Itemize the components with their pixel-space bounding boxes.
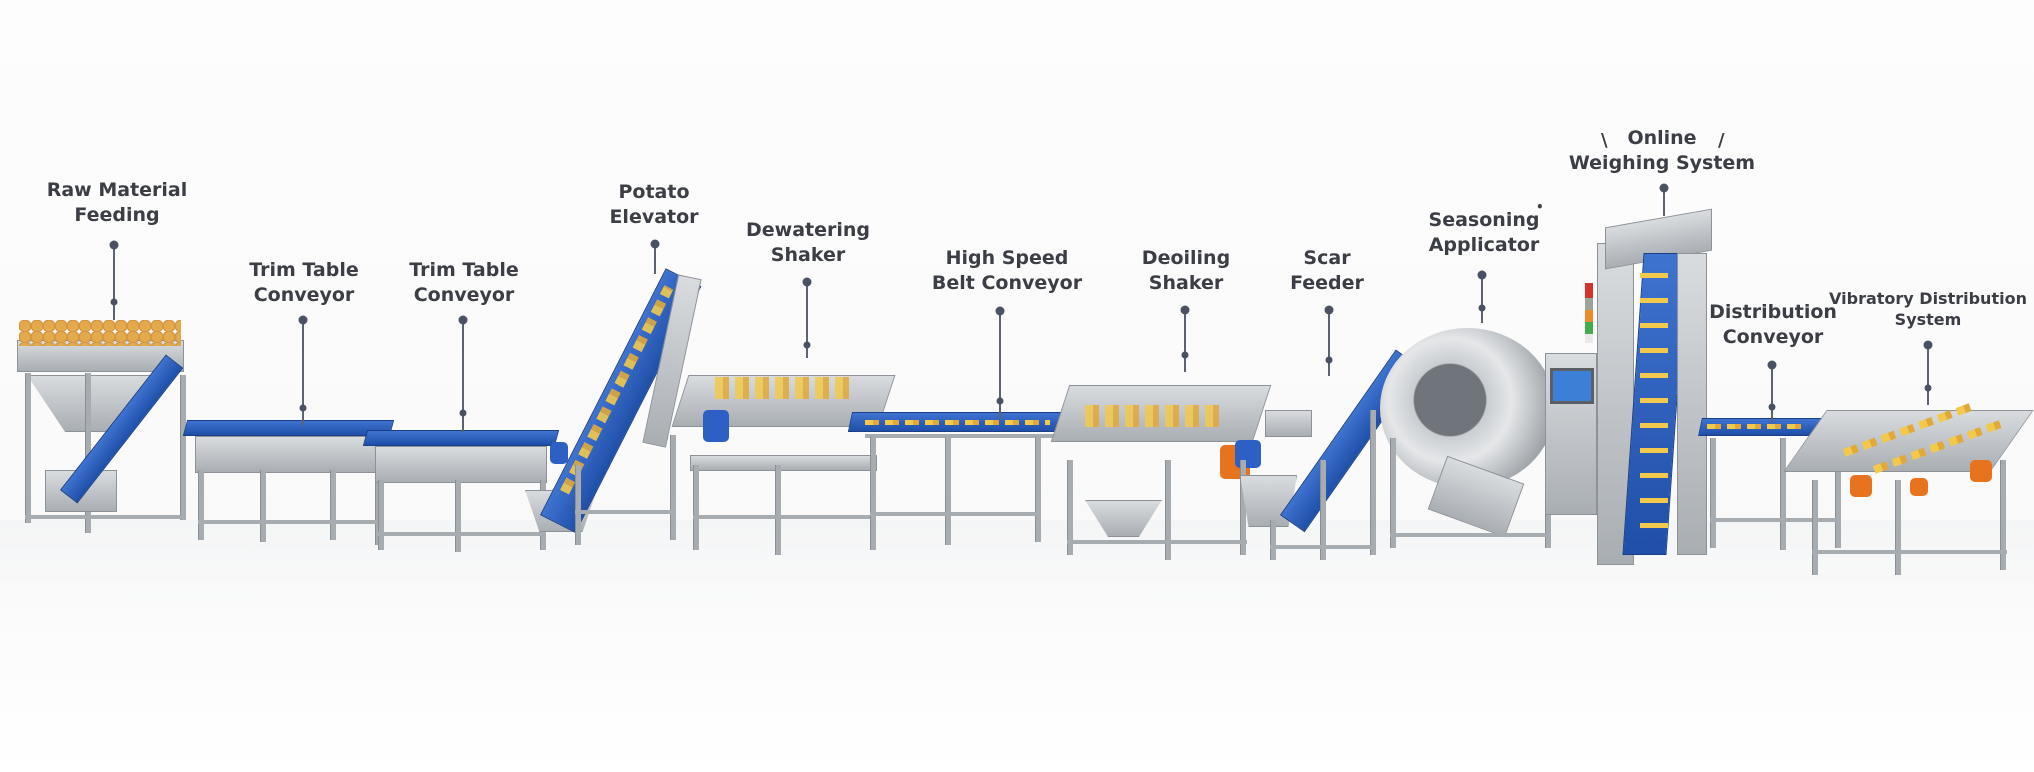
label-seasoning-applicator: Seasoning Applicator <box>1429 208 1540 258</box>
decorative-slash-left: \ <box>1601 130 1608 151</box>
label-line1: Vibratory Distribution <box>1829 289 2027 308</box>
raw-material-feeding-machine <box>15 315 215 535</box>
leader-dot <box>1181 351 1189 359</box>
label-line1: Trim Table <box>409 259 519 281</box>
label-deoiling-shaker: Deoiling Shaker <box>1142 246 1230 296</box>
label-vibratory-distribution-system: Vibratory Distribution System <box>1829 288 2027 330</box>
leader-dot <box>110 298 118 306</box>
label-line2: Weighing System <box>1568 152 1756 174</box>
leader-dot <box>1767 360 1777 370</box>
high-speed-belt-conveyor-machine <box>845 412 1065 547</box>
label-line2: Conveyor <box>253 284 355 306</box>
leader-dot <box>1180 305 1190 315</box>
label-line2: Conveyor <box>413 284 515 306</box>
leader-line <box>1771 365 1773 423</box>
leader-dot <box>996 397 1004 405</box>
decorative-slash-right: / <box>1718 130 1725 151</box>
label-raw-material-feeding: Raw Material Feeding <box>47 178 188 228</box>
online-weighing-system-machine <box>1585 208 1715 568</box>
potato-elevator-machine <box>520 265 720 555</box>
label-line2: Shaker <box>770 244 846 266</box>
leader-line <box>654 244 656 274</box>
label-scar-feeder: Scar Feeder <box>1290 246 1364 296</box>
leader-dot <box>1659 183 1669 193</box>
leader-dot <box>298 315 308 325</box>
leader-line <box>1927 345 1929 405</box>
label-online-weighing-system: Online Weighing System <box>1569 126 1755 176</box>
label-potato-elevator: Potato Elevator <box>609 180 698 230</box>
deoiling-shaker-machine <box>1050 370 1312 560</box>
label-line2: Feeding <box>74 204 160 226</box>
leader-dot <box>1768 403 1776 411</box>
leader-dot <box>1923 340 1933 350</box>
label-line1: Potato <box>618 181 690 203</box>
label-line2: Applicator <box>1428 234 1540 256</box>
label-line1: Scar <box>1303 247 1351 269</box>
leader-dot <box>650 239 660 249</box>
label-high-speed-belt-conveyor: High Speed Belt Conveyor <box>932 246 1082 296</box>
label-line1: Raw Material <box>46 179 188 201</box>
label-trim-table-conveyor-2: Trim Table Conveyor <box>409 258 519 308</box>
vibratory-distribution-system-machine <box>1783 400 2034 580</box>
leader-dot <box>1325 356 1333 364</box>
leader-dot <box>458 315 468 325</box>
leader-line <box>462 320 464 432</box>
leader-line <box>1184 310 1186 372</box>
label-line1: Dewatering <box>745 219 871 241</box>
label-line1: Deoiling <box>1141 247 1231 269</box>
leader-dot <box>299 404 307 412</box>
label-line2: Belt Conveyor <box>931 272 1083 294</box>
leader-line <box>113 245 115 320</box>
leader-dot <box>459 409 467 417</box>
leader-dot <box>802 277 812 287</box>
label-line1: Distribution <box>1709 301 1837 323</box>
floor-reflection <box>0 520 2034 772</box>
leader-line <box>1663 188 1665 216</box>
label-line2: Feeder <box>1290 272 1364 294</box>
label-line2: Elevator <box>609 206 699 228</box>
trim-table-conveyor-2-machine <box>360 430 568 552</box>
label-distribution-conveyor: Distribution Conveyor <box>1709 300 1837 350</box>
label-line1: High Speed <box>945 247 1069 269</box>
leader-line <box>999 311 1001 419</box>
label-line2: System <box>1894 310 1962 329</box>
leader-line <box>1328 310 1330 376</box>
leader-dot <box>1324 305 1334 315</box>
label-trim-table-conveyor-1: Trim Table Conveyor <box>249 258 359 308</box>
label-line1: Online <box>1627 127 1697 149</box>
leader-line <box>302 320 304 425</box>
decorative-dot-mark: • <box>1536 200 1544 214</box>
leader-line <box>806 282 808 358</box>
leader-line <box>1481 275 1483 323</box>
label-line2: Conveyor <box>1722 326 1824 348</box>
leader-dot <box>1477 270 1487 280</box>
label-dewatering-shaker: Dewatering Shaker <box>746 218 870 268</box>
leader-dot <box>995 306 1005 316</box>
seasoning-applicator-machine <box>1375 318 1605 558</box>
scar-feeder-machine <box>1240 349 1421 565</box>
leader-dot <box>1924 384 1932 392</box>
label-line1: Seasoning <box>1428 209 1540 231</box>
label-line2: Shaker <box>1148 272 1224 294</box>
leader-dot <box>1478 304 1486 312</box>
leader-dot <box>109 240 119 250</box>
label-line1: Trim Table <box>249 259 359 281</box>
leader-dot <box>803 341 811 349</box>
